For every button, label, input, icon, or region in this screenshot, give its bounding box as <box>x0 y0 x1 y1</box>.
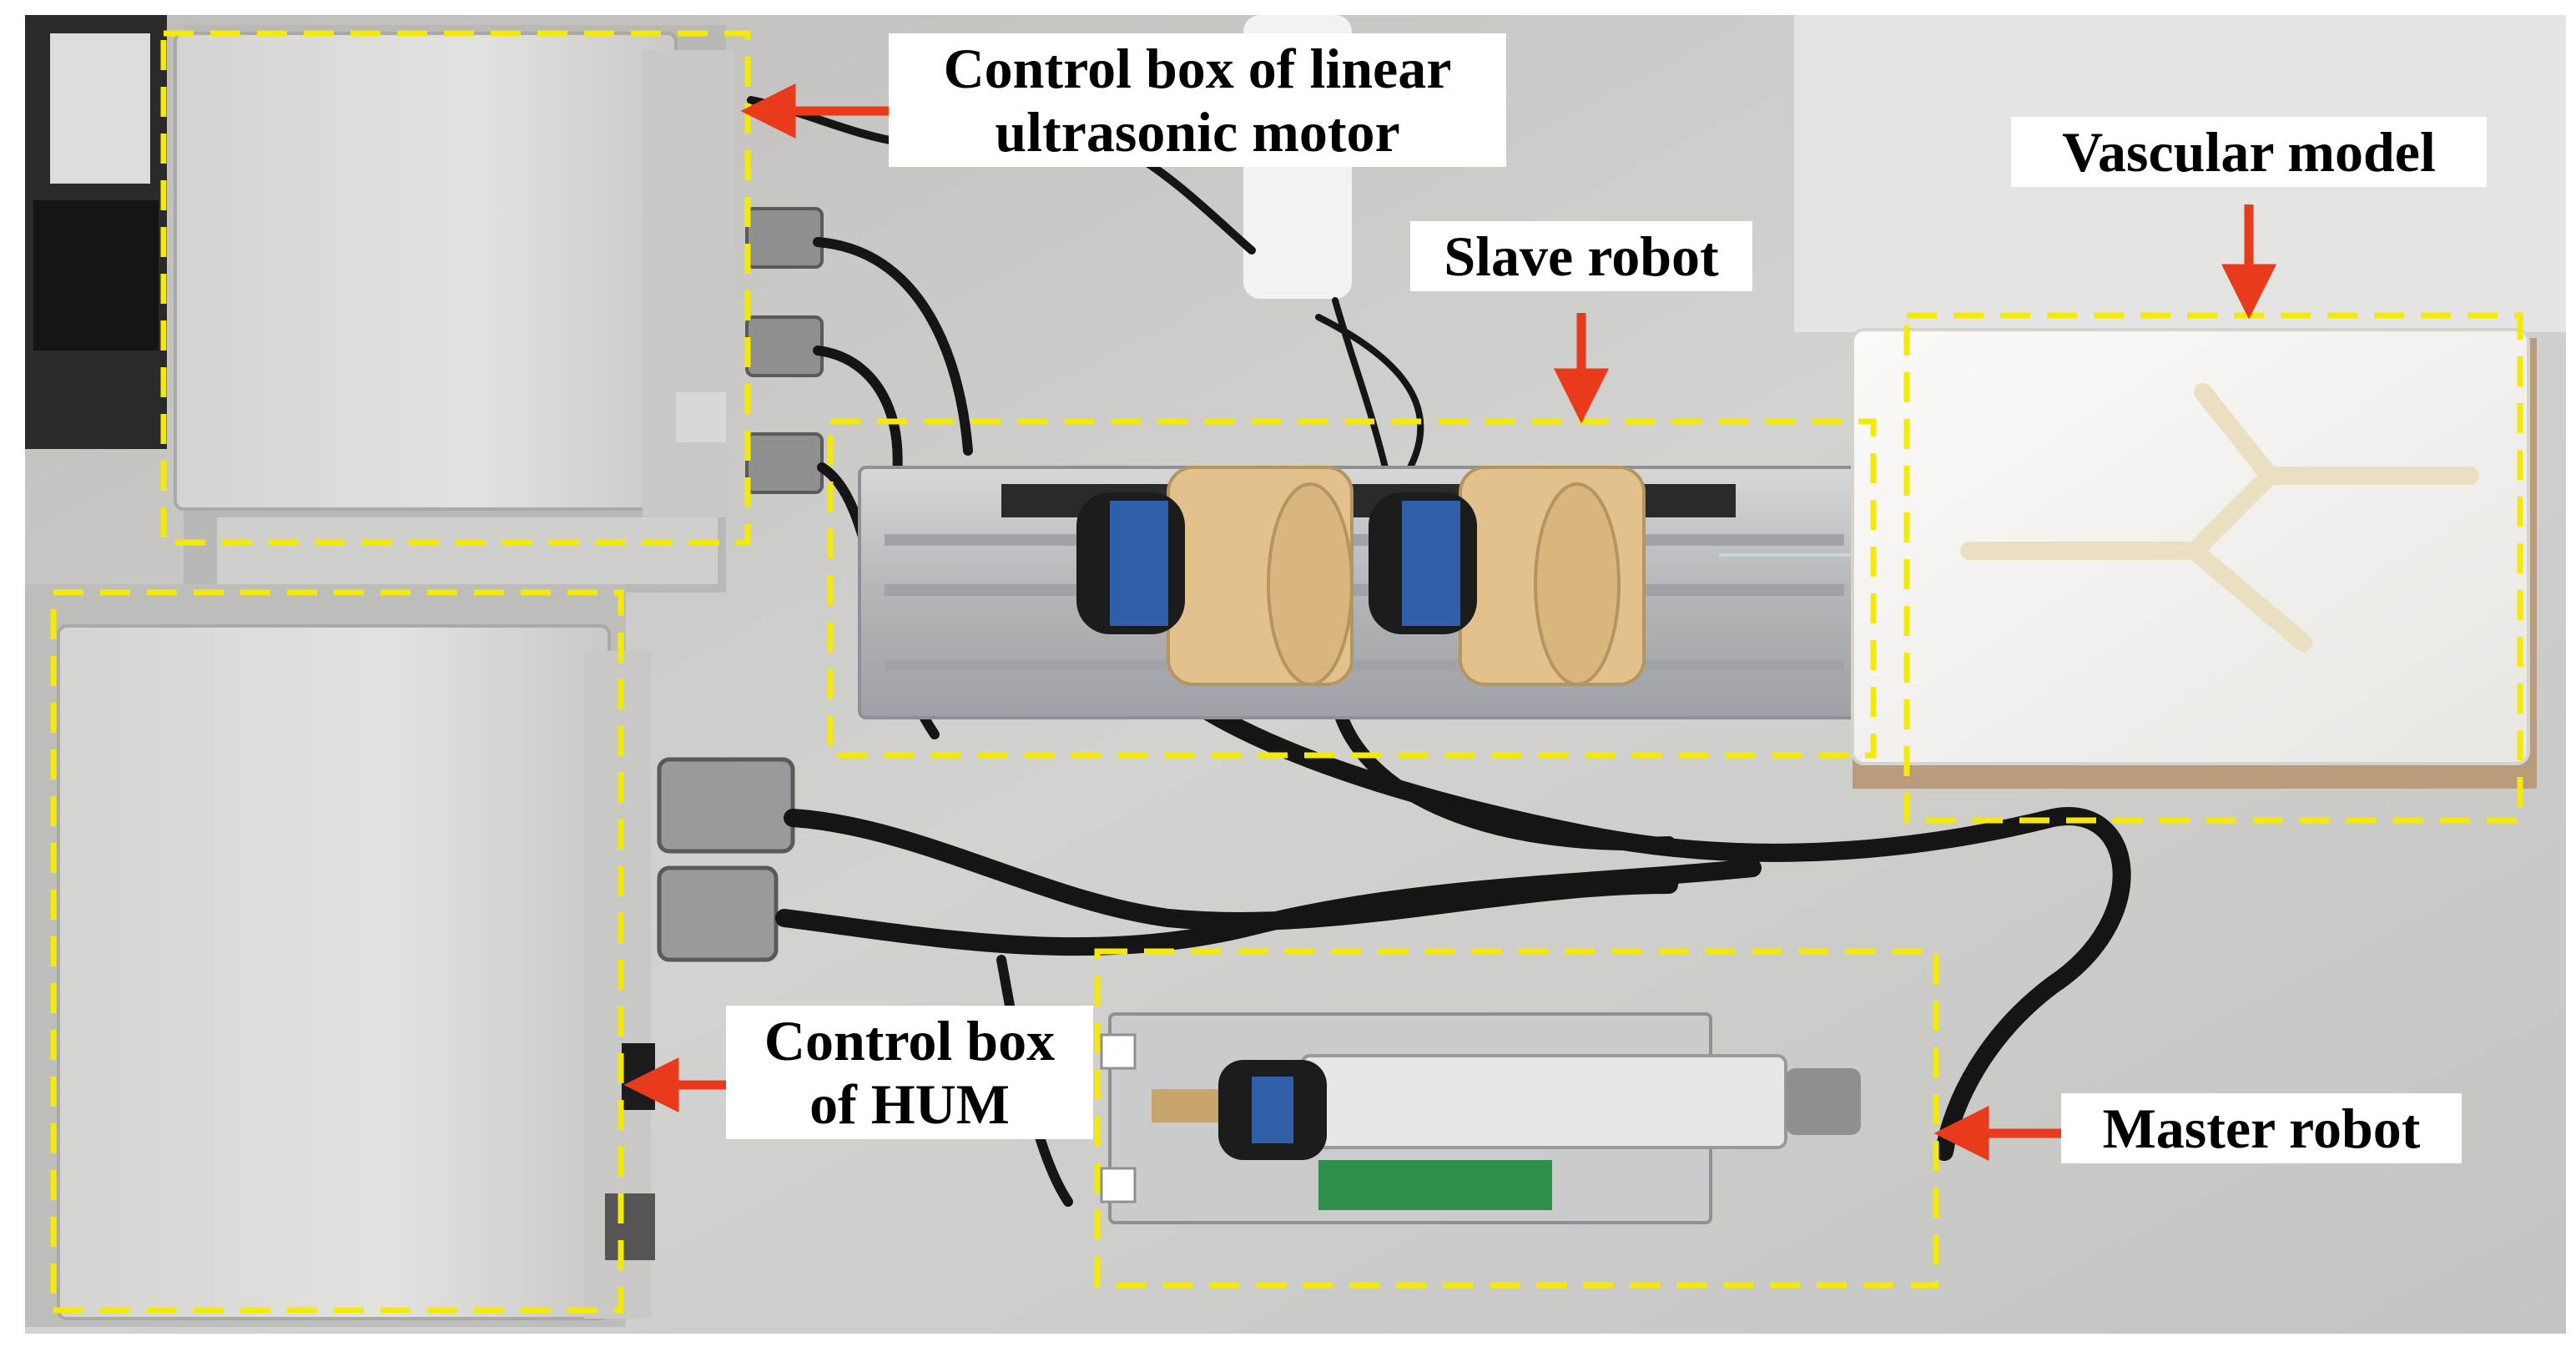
label-hum-control-box-line2: of HUM <box>809 1072 1010 1136</box>
motor-control-box <box>174 25 734 593</box>
label-hum-control-box-line1: Control box <box>764 1009 1056 1072</box>
annotation-boxes <box>50 30 2523 1314</box>
slave-robot-assembly <box>858 466 1961 719</box>
hum-box-connectors <box>657 757 795 962</box>
label-motor-control-box-line1: Control box of linear <box>943 37 1452 100</box>
label-motor-control-box-line2: ultrasonic motor <box>995 100 1400 164</box>
label-master-robot: Master robot <box>2061 1093 2462 1163</box>
annotation-box-slave-robot <box>827 418 1877 759</box>
annotation-box-hum-control <box>50 589 624 1314</box>
vascular-model-object <box>1851 328 2537 789</box>
label-hum-control-box: Control box of HUM <box>726 1006 1093 1139</box>
label-motor-control-box: Control box of linear ultrasonic motor <box>889 33 1506 167</box>
annotation-box-vascular-model <box>1903 312 2523 824</box>
annotation-arrows <box>623 83 2276 1161</box>
annotation-box-motor-control <box>160 30 751 546</box>
master-robot-assembly <box>1100 1012 1861 1224</box>
motor-box-connectors <box>745 207 824 494</box>
label-slave-robot: Slave robot <box>1410 221 1752 291</box>
hum-control-box <box>25 584 655 1327</box>
vessel-channel <box>1960 383 2479 652</box>
label-vascular-model: Vascular model <box>2011 117 2487 187</box>
